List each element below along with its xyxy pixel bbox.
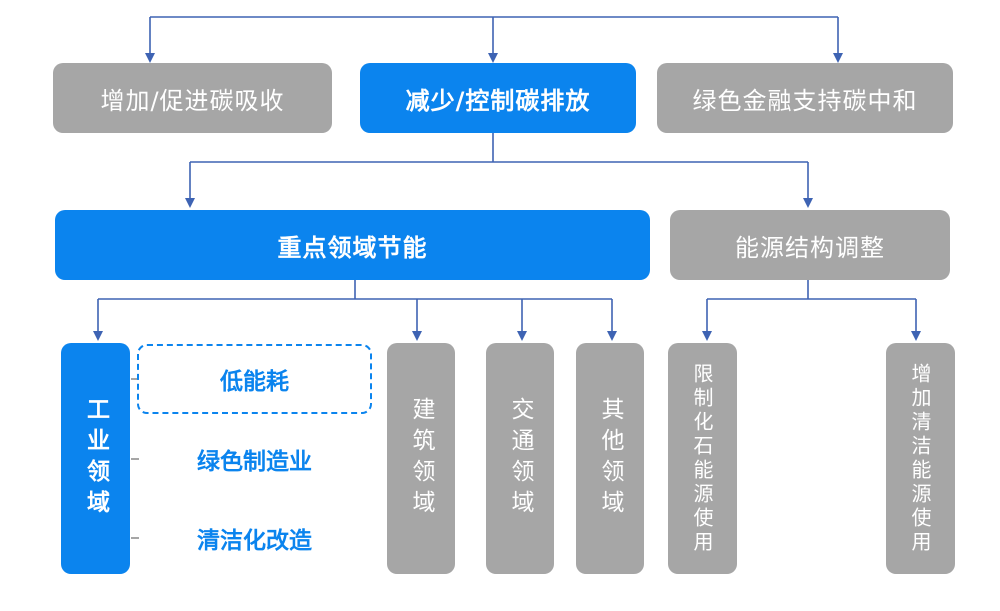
- increase-carbon-absorption-box: 增加/促进碳吸收: [53, 63, 332, 133]
- energy-structure-adjustment-label: 能源结构调整: [735, 233, 885, 262]
- reduce-carbon-emission-label: 减少/控制碳排放: [405, 86, 591, 115]
- green-manufacturing-label: 绿色制造业: [197, 449, 312, 475]
- increase-carbon-absorption-label: 增加/促进碳吸收: [100, 86, 285, 115]
- industry-sector-label: 工业领域: [82, 396, 109, 521]
- key-sector-energy-saving-box: 重点领域节能: [55, 210, 650, 280]
- transport-sector-label: 交通领域: [507, 396, 533, 521]
- low-energy-consumption-item: 低能耗: [137, 344, 372, 414]
- green-finance-box: 绿色金融支持碳中和: [657, 63, 953, 133]
- building-sector-label: 建筑领域: [408, 396, 434, 521]
- increase-clean-energy-label: 增加清洁能源使用: [908, 362, 932, 555]
- key-sector-energy-saving-label: 重点领域节能: [277, 233, 428, 262]
- building-sector-box: 建筑领域: [387, 343, 455, 574]
- clean-transformation-label: 清洁化改造: [197, 528, 312, 554]
- other-sector-label: 其他领域: [597, 396, 623, 521]
- industry-sector-box: 工业领域: [61, 343, 130, 574]
- low-energy-consumption-label: 低能耗: [220, 369, 289, 395]
- green-finance-label: 绿色金融支持碳中和: [692, 86, 918, 115]
- other-sector-box: 其他领域: [576, 343, 644, 574]
- increase-clean-energy-box: 增加清洁能源使用: [886, 343, 955, 574]
- limit-fossil-energy-box: 限制化石能源使用: [668, 343, 737, 574]
- transport-sector-box: 交通领域: [486, 343, 554, 574]
- reduce-carbon-emission-box: 减少/控制碳排放: [360, 63, 636, 133]
- limit-fossil-energy-label: 限制化石能源使用: [690, 362, 714, 555]
- energy-structure-adjustment-box: 能源结构调整: [670, 210, 950, 280]
- green-manufacturing-item: 绿色制造业: [137, 438, 372, 480]
- clean-transformation-item: 清洁化改造: [137, 517, 372, 559]
